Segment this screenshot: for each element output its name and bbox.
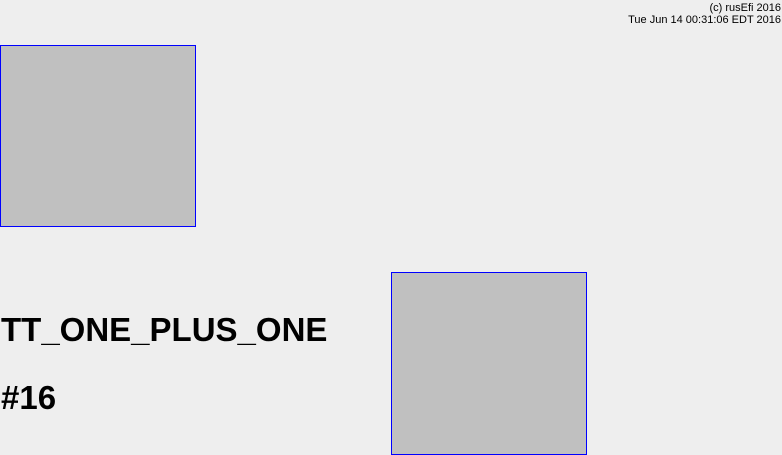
- header-info: (c) rusEfi 2016 Tue Jun 14 00:31:06 EDT …: [628, 2, 781, 26]
- trigger-name-label: TT_ONE_PLUS_ONE: [1, 311, 328, 348]
- trigger-wheel-box-top: [0, 45, 196, 227]
- trigger-wheel-box-bottom: [391, 272, 587, 455]
- trigger-number-label: #16: [1, 379, 57, 416]
- copyright-label: (c) rusEfi 2016: [709, 2, 781, 14]
- timestamp-label: Tue Jun 14 00:31:06 EDT 2016: [628, 14, 781, 26]
